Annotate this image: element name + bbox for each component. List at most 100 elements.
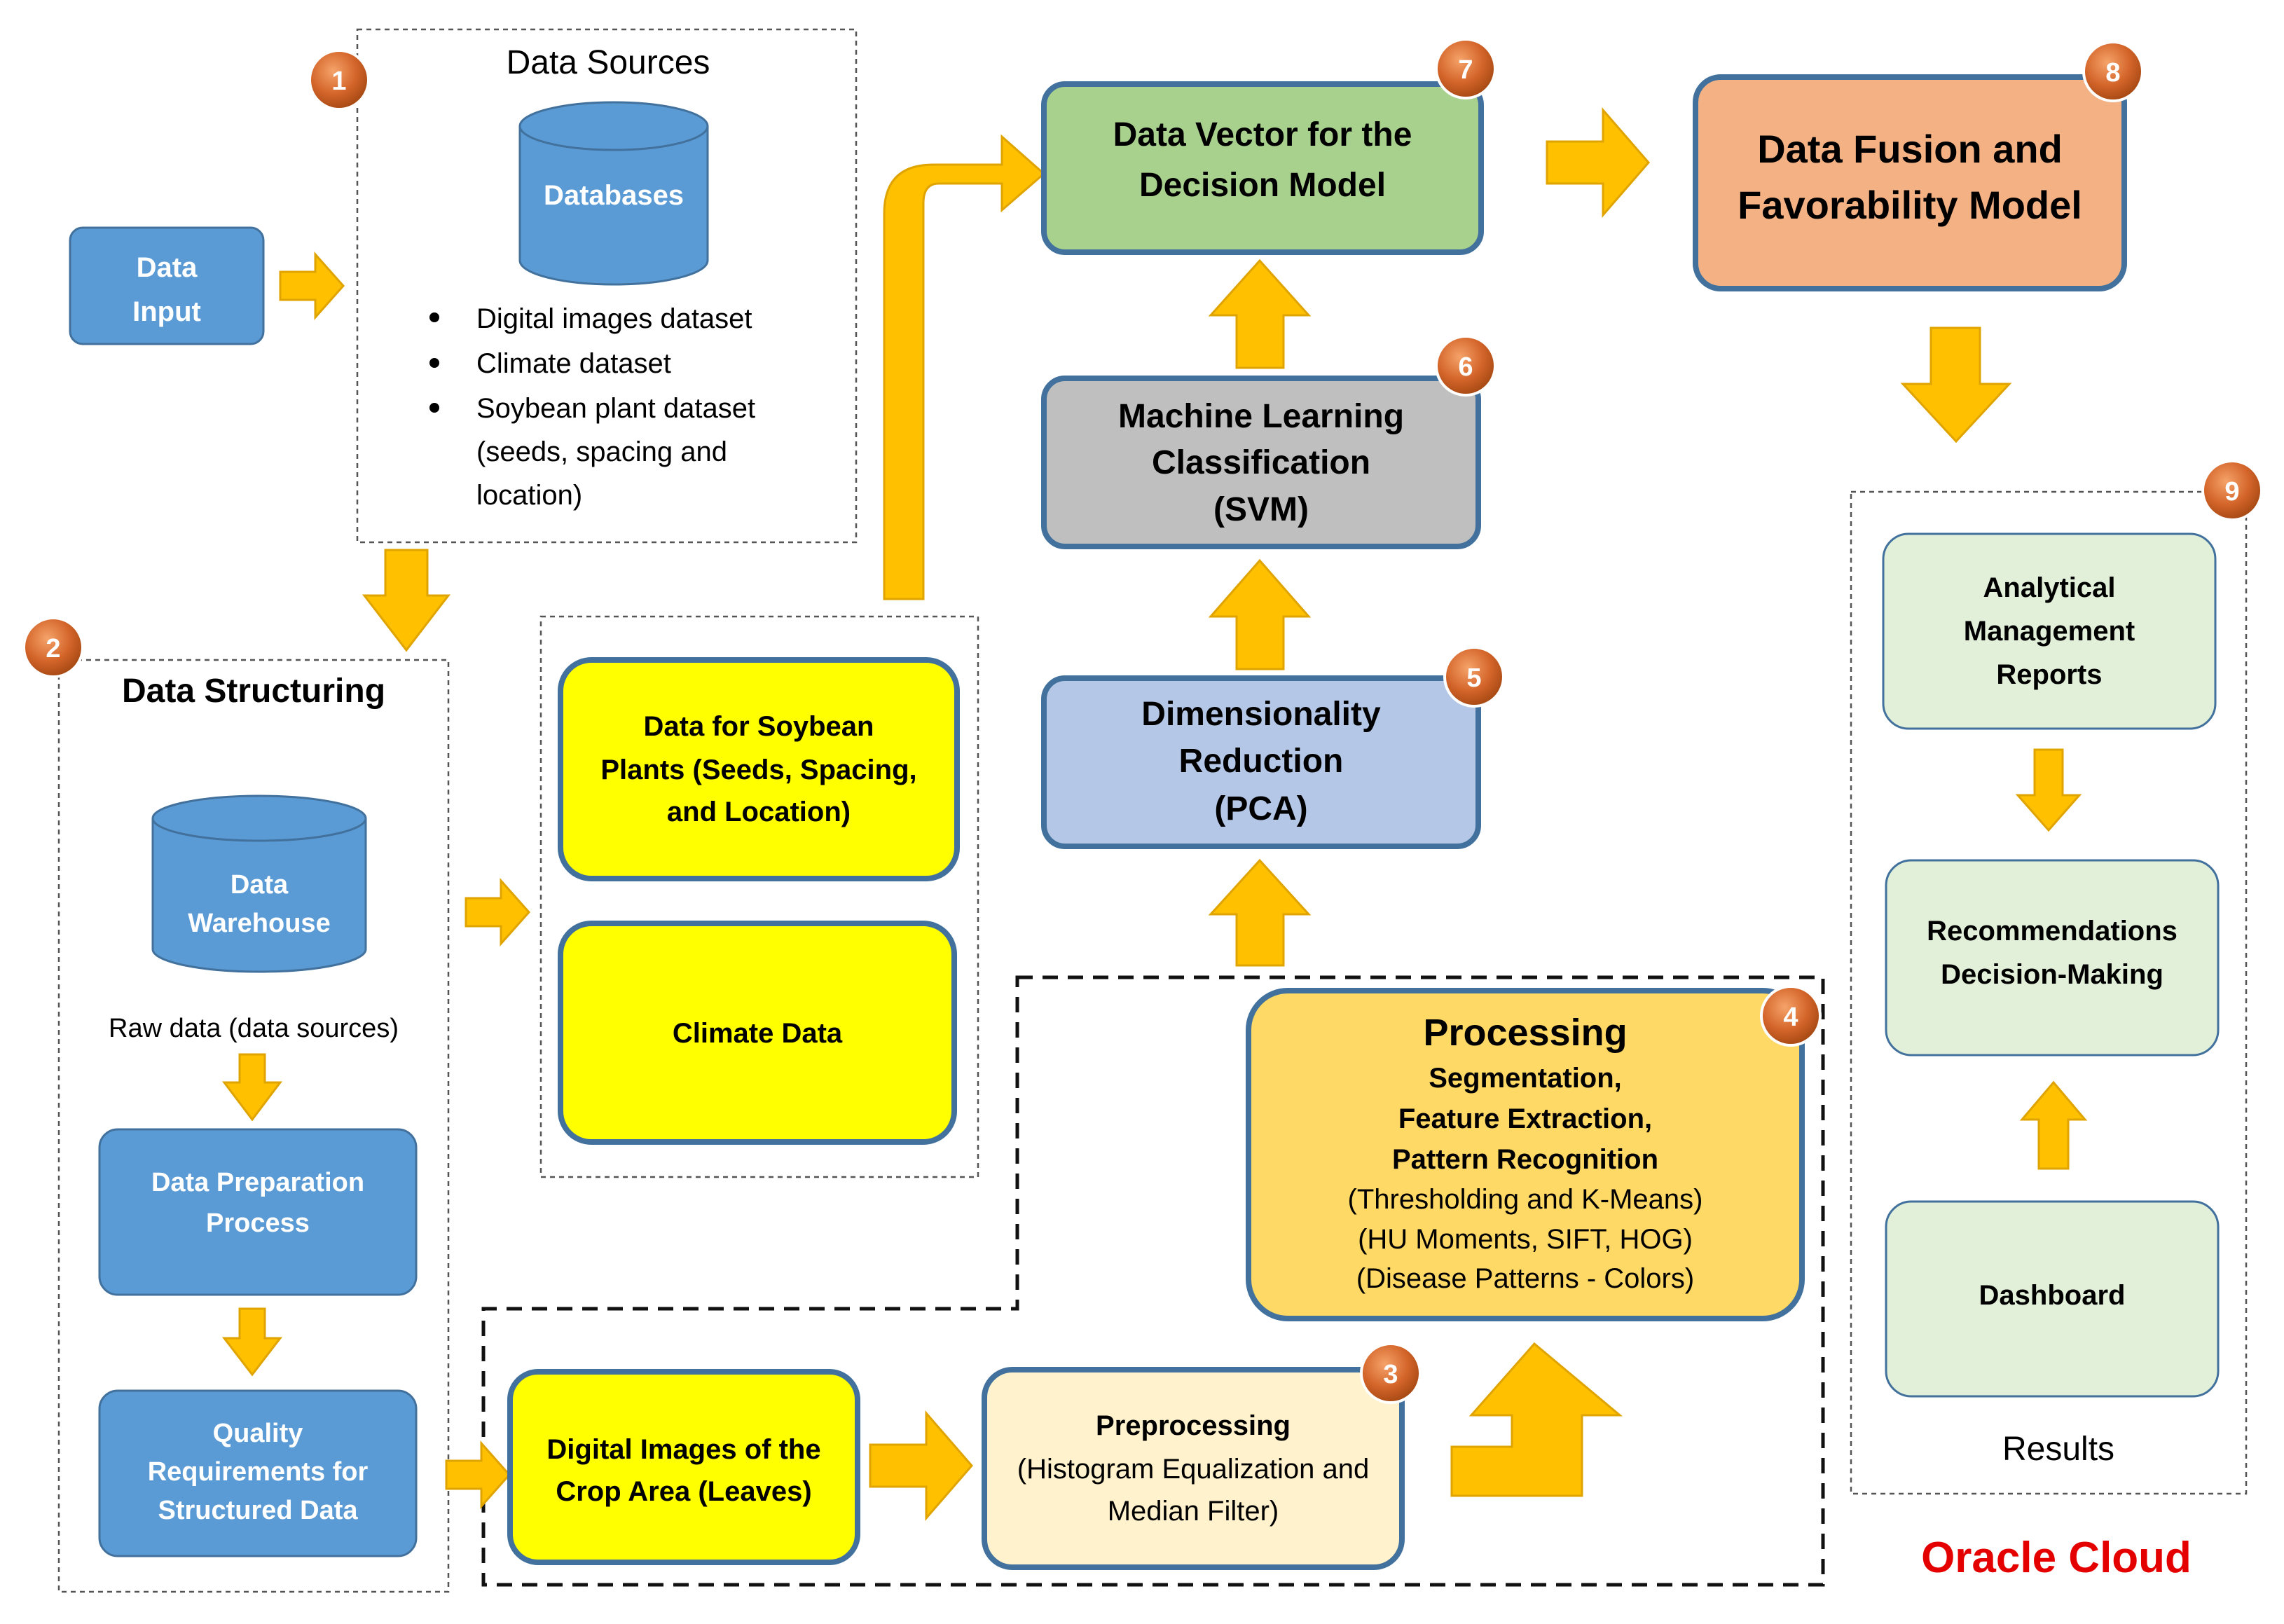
fusion-line1: Data Fusion and: [1757, 127, 2063, 171]
data-structuring-title: Data Structuring: [122, 673, 385, 710]
soybean-data-box: [558, 657, 960, 881]
bullet-dot: [429, 403, 439, 413]
digital-images-line1: Digital Images of the: [546, 1434, 820, 1465]
step-badge-9: 9: [2201, 460, 2263, 521]
pca-box: [1041, 675, 1481, 849]
analytical-reports-box: [1882, 532, 2217, 730]
data-sources-container: [356, 28, 858, 544]
preprocessing-line2: Median Filter): [1108, 1496, 1279, 1527]
soybean-line1: Data for Soybean: [644, 711, 874, 742]
arrow-fusion-to-results: [1900, 326, 2012, 443]
processing-line1: Segmentation,: [1429, 1063, 1622, 1094]
arrow-pca-to-ml: [1208, 558, 1312, 670]
data-warehouse-cylinder: [151, 794, 367, 973]
arrow-ml-to-vector: [1208, 259, 1312, 369]
arrow-dashboard-to-recommendations: [2019, 1080, 2088, 1170]
arrow-quality-to-images: [445, 1442, 511, 1508]
arrow-raw-to-prep: [221, 1053, 283, 1122]
bullet-climate: Climate dataset: [476, 348, 671, 379]
ml-line1: Machine Learning: [1118, 398, 1404, 435]
preprocessing-line1: (Histogram Equalization and: [1017, 1454, 1369, 1485]
svg-text:1: 1: [331, 67, 346, 96]
climate-data-box: [558, 921, 957, 1145]
warehouse-line1: Data: [231, 870, 289, 900]
warehouse-line2: Warehouse: [188, 909, 330, 938]
preprocessing-box: [982, 1367, 1405, 1570]
soybean-line3: and Location): [667, 797, 851, 827]
bullet-soybean-cont2: location): [476, 480, 582, 511]
digital-images-box: [507, 1369, 860, 1565]
quality-requirements-box: [98, 1389, 418, 1557]
step-badge-8: 8: [2082, 41, 2144, 102]
svg-text:2: 2: [46, 634, 60, 663]
results-label: Results: [2002, 1431, 2114, 1468]
recommendations-line1: Recommendations: [1927, 916, 2178, 947]
processing-title: Processing: [1423, 1012, 1627, 1054]
processing-line4: (Thresholding and K-Means): [1348, 1184, 1703, 1215]
svg-text:4: 4: [1783, 1003, 1798, 1032]
recommendations-line2: Decision-Making: [1941, 959, 2163, 990]
quality-line2: Requirements for: [148, 1457, 369, 1487]
data-input-line2: Input: [132, 296, 201, 327]
arrow-structuring-to-data: [465, 879, 530, 945]
data-vector-line2: Decision Model: [1139, 167, 1386, 204]
svg-text:7: 7: [1458, 55, 1473, 85]
ml-line2: Classification: [1152, 444, 1370, 481]
arrow-vector-to-fusion: [1546, 109, 1650, 216]
step-badge-1: 1: [308, 49, 370, 111]
bullet-dot: [429, 312, 439, 322]
arrow-reports-to-recommendations: [2015, 748, 2082, 832]
bullet-soybean: Soybean plant dataset: [476, 393, 755, 424]
arrow-input-to-sources: [279, 253, 345, 319]
image-processing-container: [481, 975, 1825, 1587]
quality-line1: Quality: [213, 1419, 303, 1448]
processing-line3: Pattern Recognition: [1392, 1144, 1658, 1175]
dashboard-box: [1885, 1200, 2220, 1398]
step-badge-7: 7: [1435, 38, 1497, 99]
bullet-digital-images: Digital images dataset: [476, 303, 752, 334]
pca-line1: Dimensionality: [1141, 696, 1381, 733]
svg-text:9: 9: [2224, 477, 2239, 507]
svg-text:5: 5: [1466, 663, 1481, 693]
data-input-line1: Data: [137, 252, 198, 283]
arrow-processing-to-pca: [1208, 858, 1312, 967]
arrow-images-to-preprocessing: [869, 1412, 973, 1520]
climate-data-label: Climate Data: [673, 1018, 843, 1049]
svg-text:6: 6: [1458, 352, 1473, 382]
recommendations-box: [1885, 859, 2220, 1057]
pca-line3: (PCA): [1214, 790, 1307, 827]
processing-line2: Feature Extraction,: [1398, 1103, 1652, 1134]
arrow-prep-to-quality: [221, 1307, 283, 1377]
analytical-line3: Reports: [1996, 659, 2102, 690]
fusion-line2: Favorability Model: [1738, 183, 2082, 227]
step-badge-5: 5: [1443, 646, 1505, 708]
data-input-box: [69, 226, 265, 345]
pca-line2: Reduction: [1179, 743, 1344, 780]
data-structuring-container: [57, 659, 450, 1593]
svg-text:8: 8: [2105, 58, 2120, 88]
step-badge-6: 6: [1435, 335, 1497, 397]
step-badge-2: 2: [22, 617, 84, 678]
digital-images-line2: Crop Area (Leaves): [556, 1476, 811, 1507]
prep-line1: Data Preparation: [151, 1168, 364, 1197]
ml-line3: (SVM): [1213, 491, 1309, 528]
data-sources-title: Data Sources: [507, 44, 710, 81]
data-vector-line1: Data Vector for the: [1113, 116, 1412, 153]
arrow-data-to-vector: [883, 134, 1046, 600]
svg-text:3: 3: [1383, 1360, 1398, 1389]
raw-data-label: Raw data (data sources): [109, 1014, 399, 1043]
analytical-line2: Management: [1964, 616, 2135, 647]
data-preparation-box: [98, 1128, 418, 1296]
bullet-dot: [429, 358, 439, 368]
quality-line3: Structured Data: [158, 1496, 358, 1525]
processing-line5: (HU Moments, SIFT, HOG): [1358, 1224, 1693, 1255]
soybean-line2: Plants (Seeds, Spacing,: [600, 755, 916, 785]
step-badge-3: 3: [1360, 1342, 1422, 1404]
structured-data-container: [539, 615, 979, 1178]
dashboard-label: Dashboard: [1979, 1280, 2126, 1311]
bullet-soybean-cont1: (seeds, spacing and: [476, 436, 727, 467]
arrow-sources-to-structuring: [362, 549, 451, 652]
ml-classification-box: [1041, 376, 1481, 549]
prep-line2: Process: [206, 1209, 310, 1238]
